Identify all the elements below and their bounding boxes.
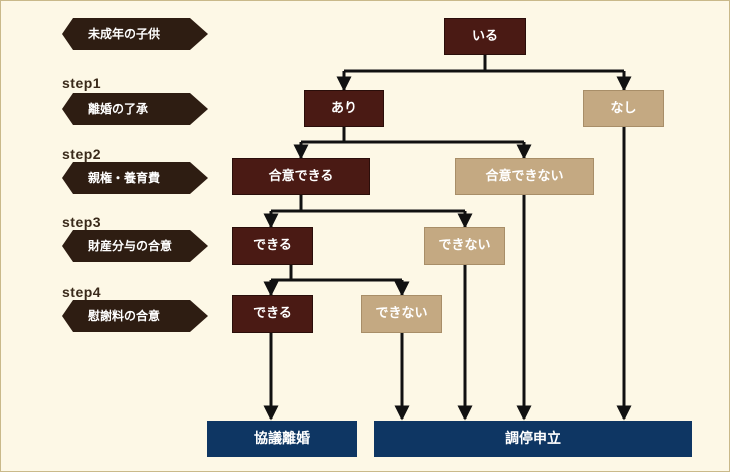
row-tag-property-division: 財産分与の合意 [62, 230, 208, 262]
connector-s3-split [271, 265, 402, 282]
node-step2-disagree: 合意できない [455, 158, 594, 195]
node-nashi: なし [583, 90, 664, 127]
connector-s2-split [271, 195, 465, 213]
node-step3-agree: できる [232, 227, 313, 265]
step1-label: step1 [62, 75, 102, 91]
connector-iru-split [344, 55, 624, 73]
row-tag-divorce-consent: 離婚の了承 [62, 93, 208, 125]
result-chotei-moshitate: 調停申立 [374, 421, 692, 457]
node-step3-disagree: できない [424, 227, 505, 265]
result-kyogi-rikon: 協議離婚 [207, 421, 357, 457]
row-tag-children: 未成年の子供 [62, 18, 208, 50]
node-iru: いる [444, 18, 526, 55]
row-tag-consolation-money: 慰謝料の合意 [62, 300, 208, 332]
node-step4-agree: できる [232, 295, 313, 333]
node-step4-disagree: できない [361, 295, 442, 333]
node-step2-agree: 合意できる [232, 158, 370, 195]
step3-label: step3 [62, 214, 102, 230]
connector-ari-split [301, 127, 524, 144]
step2-label: step2 [62, 146, 102, 162]
row-tag-custody-support: 親権・養育費 [62, 162, 208, 194]
node-ari: あり [304, 90, 384, 127]
step4-label: step4 [62, 284, 102, 300]
